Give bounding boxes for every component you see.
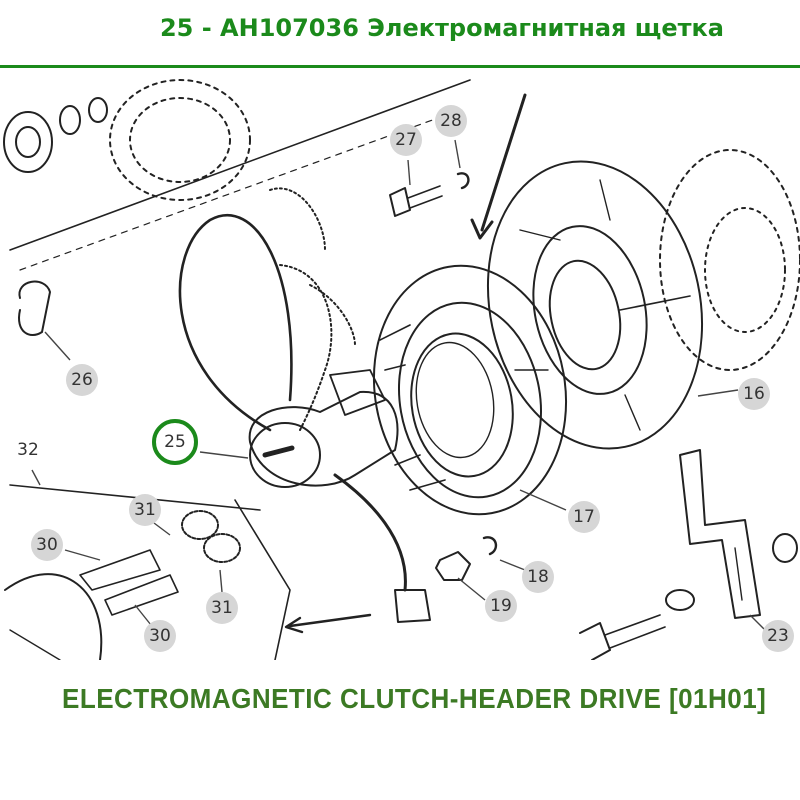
clip-26 xyxy=(18,280,51,337)
callout-32: 32 xyxy=(17,440,39,460)
bolt-27 xyxy=(389,185,443,217)
callout-31-b: 31 xyxy=(211,598,233,618)
callout-27: 27 xyxy=(395,130,417,150)
callout-28: 28 xyxy=(440,111,462,131)
field-coil-housing xyxy=(372,264,568,516)
bracket-23 xyxy=(679,449,761,619)
upper-gear-assembly xyxy=(3,79,251,201)
callout-26: 26 xyxy=(71,370,93,390)
nut-19 xyxy=(435,551,471,581)
callout-23: 23 xyxy=(767,626,789,646)
exploded-parts-diagram: 16 17 18 19 23 25 26 27 28 30 30 31 31 3… xyxy=(3,79,800,660)
highlight-ring-25 xyxy=(152,419,198,465)
armature-plate xyxy=(486,160,704,450)
callout-30-a: 30 xyxy=(36,535,58,555)
callout-31-a: 31 xyxy=(134,500,156,520)
diagram-caption: ELECTROMAGNETIC CLUTCH-HEADER DRIVE [01H… xyxy=(62,683,767,714)
callout-18: 18 xyxy=(527,567,549,587)
right-pulley xyxy=(659,149,800,371)
brush-assembly-32 xyxy=(4,484,291,660)
title-divider xyxy=(0,65,800,68)
callout-16: 16 xyxy=(743,384,765,404)
brush-holder xyxy=(248,369,399,488)
washer-28 xyxy=(456,172,470,190)
callout-30-b: 30 xyxy=(149,626,171,646)
washer-18 xyxy=(482,536,498,556)
callout-19: 19 xyxy=(490,596,512,616)
page-title: 25 - AH107036 Электромагнитная щетка xyxy=(159,14,724,42)
callout-17: 17 xyxy=(573,507,595,527)
callout-25[interactable]: 25 xyxy=(164,432,186,452)
